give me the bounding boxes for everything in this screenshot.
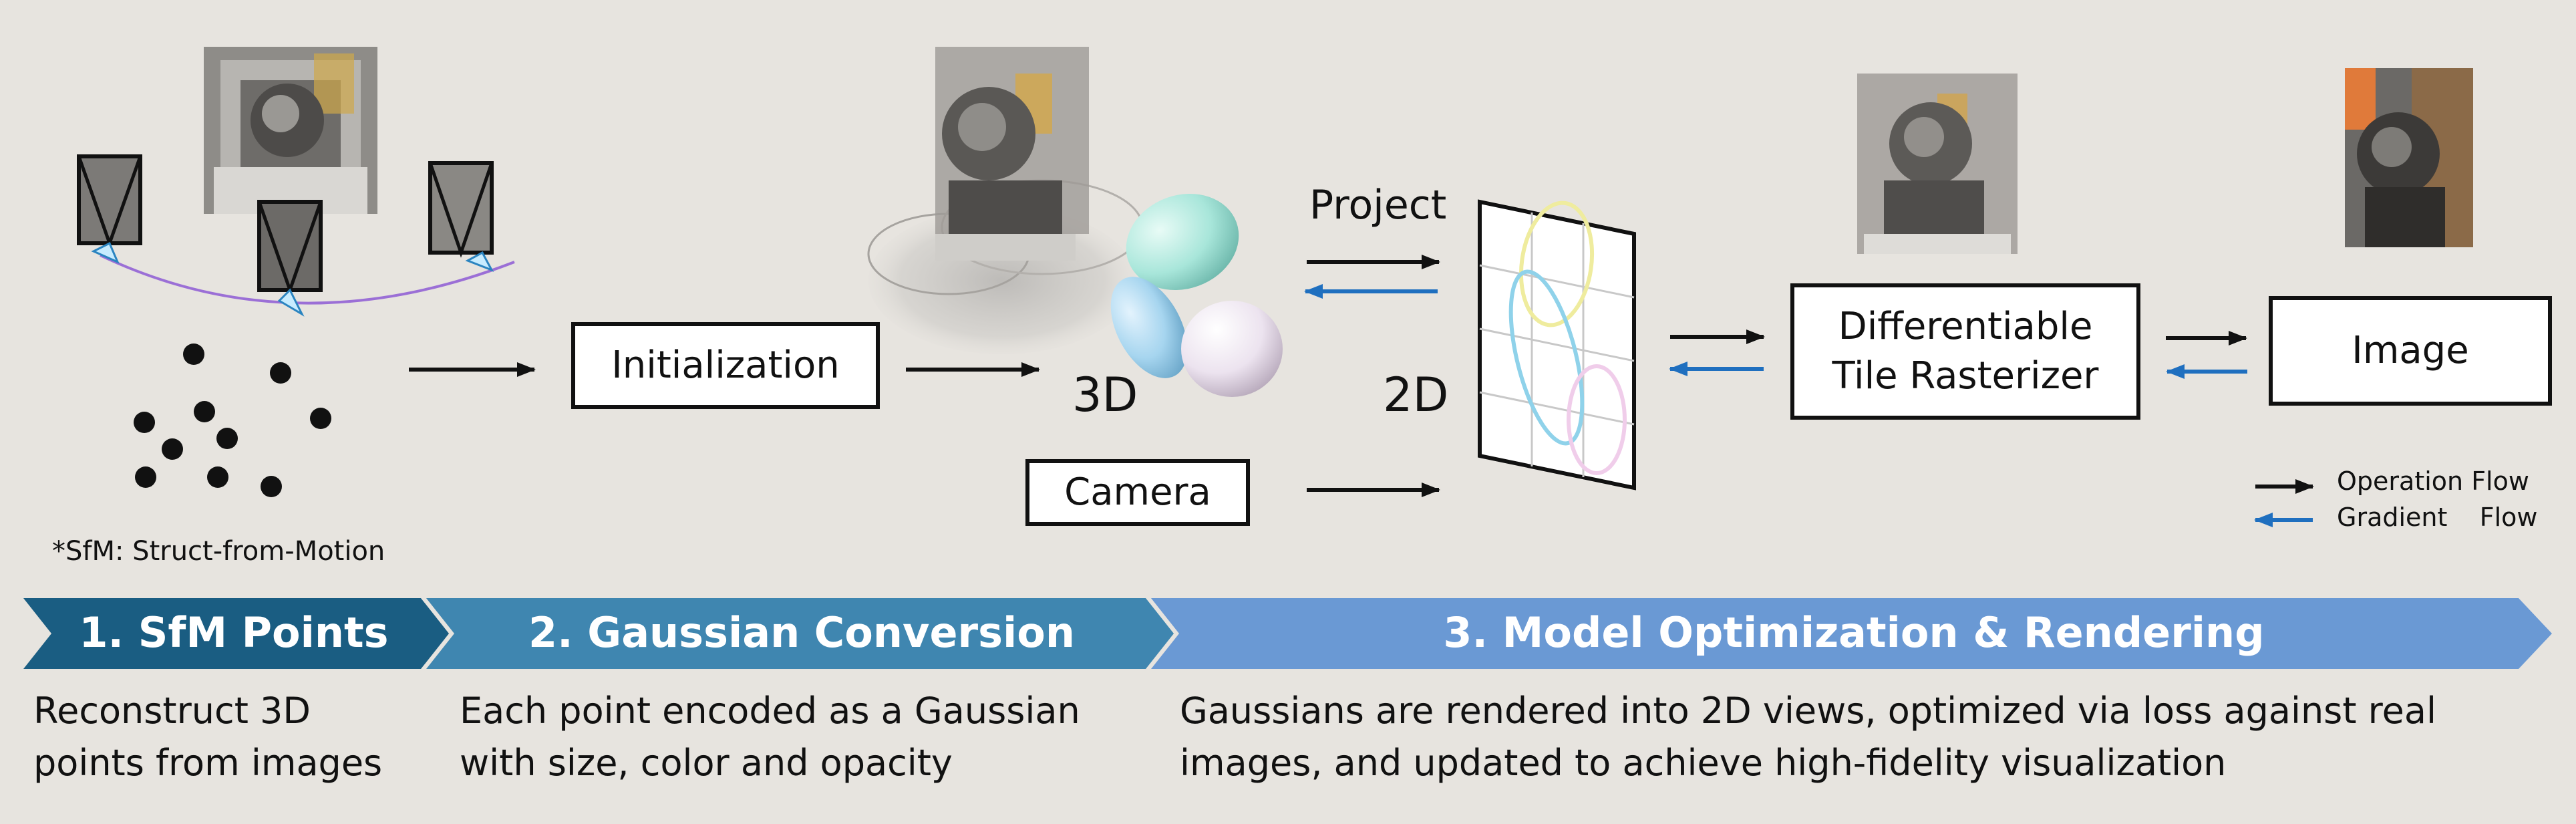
camera-label: Camera xyxy=(1064,470,1211,514)
stage-1-title: 1. SfM Points xyxy=(79,608,389,657)
sfm-point xyxy=(135,466,156,488)
stage-2-title: 2. Gaussian Conversion xyxy=(528,608,1075,657)
rendered-lion-preview-image xyxy=(1857,74,2018,254)
camera-box: Camera xyxy=(1025,459,1250,526)
sfm-point xyxy=(310,408,331,429)
rasterizer-box: Differentiable Tile Rasterizer xyxy=(1790,283,2140,420)
3d-gaussian-ellipsoids-icon xyxy=(1110,193,1283,397)
sfm-point xyxy=(183,344,204,365)
project-label: Project xyxy=(1309,182,1447,229)
sfm-point xyxy=(216,428,238,449)
initialization-box: Initialization xyxy=(571,322,880,409)
sfm-point xyxy=(261,476,282,497)
2d-image-plane xyxy=(1478,199,1636,491)
sfm-point xyxy=(270,362,291,384)
rasterizer-label-line2: Tile Rasterizer xyxy=(1832,354,2099,398)
image-box: Image xyxy=(2269,296,2552,406)
sfm-point-cloud-image xyxy=(204,47,377,214)
initialization-label: Initialization xyxy=(611,344,840,387)
stage-3-title: 3. Model Optimization & Rendering xyxy=(1443,608,2265,657)
stage-banner-1 xyxy=(23,598,449,669)
stage-1-description: Reconstruct 3D points from images xyxy=(33,685,408,789)
sfm-footnote: *SfM: Struct-from-Motion xyxy=(52,536,385,567)
sfm-point xyxy=(162,438,183,460)
image-label: Image xyxy=(2352,329,2469,372)
stage-3-desc-line2: images, and updated to achieve high-fide… xyxy=(1180,742,2227,784)
sfm-point xyxy=(194,401,215,422)
rasterizer-label-line1: Differentiable xyxy=(1838,305,2093,348)
stage-2-desc-line2: with size, color and opacity xyxy=(460,742,953,784)
sfm-points-group xyxy=(134,344,331,497)
stage-2-desc-line1: Each point encoded as a Gaussian xyxy=(460,690,1080,732)
stage-1-desc-line2: points from images xyxy=(33,742,383,784)
legend-gradient-label: Gradient Flow xyxy=(2337,503,2538,532)
ground-truth-photo-image xyxy=(2345,68,2473,247)
stage-2-description: Each point encoded as a Gaussian with si… xyxy=(460,685,1128,789)
stage-banner-2 xyxy=(426,598,1174,669)
camera-frustum-center-icon xyxy=(257,200,323,317)
sfm-point xyxy=(134,412,155,433)
camera-trajectory-arc xyxy=(100,254,515,305)
reconstructed-lion-statue-image xyxy=(867,47,1144,354)
camera-frustum-right-icon xyxy=(428,161,494,272)
stage-banner-3 xyxy=(1151,598,2552,669)
legend-operation-label: Operation Flow xyxy=(2337,466,2529,496)
2d-label: 2D xyxy=(1383,368,1449,422)
camera-frustum-left-icon xyxy=(77,154,142,264)
stage-3-desc-line1: Gaussians are rendered into 2D views, op… xyxy=(1180,690,2436,732)
3d-label: 3D xyxy=(1072,368,1138,422)
stage-1-desc-line1: Reconstruct 3D xyxy=(33,690,311,732)
stage-3-description: Gaussians are rendered into 2D views, op… xyxy=(1180,685,2549,789)
sfm-point xyxy=(207,466,228,488)
